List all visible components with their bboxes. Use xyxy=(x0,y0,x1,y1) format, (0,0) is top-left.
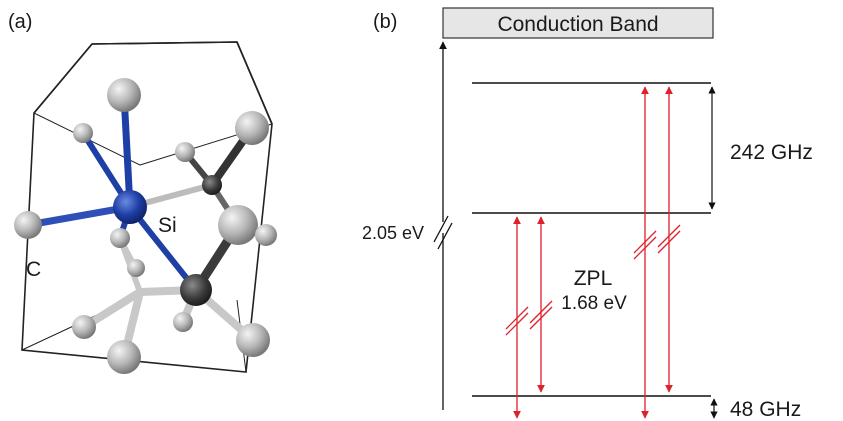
carbon-atom xyxy=(107,78,141,112)
energy-levels xyxy=(472,82,711,397)
silicon-atom xyxy=(113,190,147,224)
carbon-atom xyxy=(173,312,193,332)
conduction-band-box xyxy=(442,7,714,39)
energy-gap-label: 2.05 eV xyxy=(362,223,424,243)
carbon-atom xyxy=(127,259,145,277)
carbon-atom xyxy=(14,211,42,239)
carbon-atom xyxy=(175,142,195,162)
carbon-atom xyxy=(110,228,130,248)
zpl-label: ZPL xyxy=(574,267,613,290)
carbon-atom xyxy=(107,340,141,374)
panel-b: (b) Conduction Band 2.05 eV 242 GHz 48 G… xyxy=(362,7,813,421)
panel-a-label: (a) xyxy=(8,11,32,33)
carbon-atom xyxy=(72,315,96,339)
atoms xyxy=(14,78,277,374)
panel-b-label: (b) xyxy=(373,11,397,33)
energy-axis xyxy=(433,41,453,410)
carbon-atom xyxy=(73,123,93,143)
optical-transitions xyxy=(505,86,681,419)
carbon-atom xyxy=(235,111,269,145)
zpl-energy-label: 1.68 eV xyxy=(561,293,627,314)
c-atom-label: C xyxy=(26,258,41,281)
lower-splitting-label: 48 GHz xyxy=(730,398,801,421)
panel-a: (a) xyxy=(8,11,277,374)
carbon-atom xyxy=(218,205,258,245)
splitting-arrows xyxy=(708,86,718,419)
vacancy-site xyxy=(202,175,222,195)
conduction-band-label: Conduction Band xyxy=(497,13,658,36)
vacancy-site xyxy=(180,274,212,306)
carbon-atom xyxy=(255,224,277,246)
carbon-atom xyxy=(236,323,270,357)
upper-splitting-label: 242 GHz xyxy=(730,141,813,164)
si-atom-label: Si xyxy=(158,214,177,237)
